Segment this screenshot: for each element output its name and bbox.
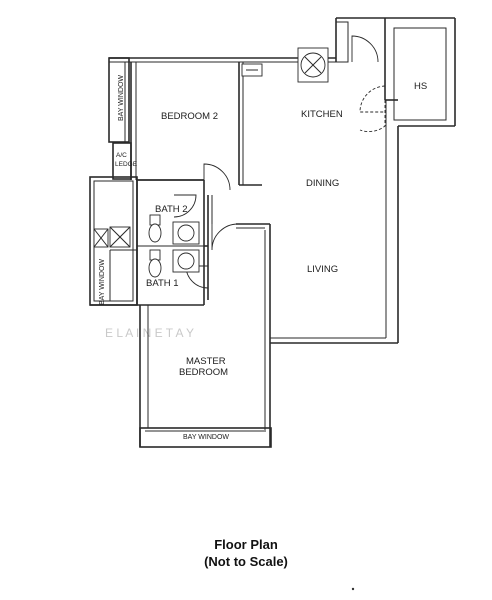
speck-mark: [351, 587, 355, 591]
exterior-walls: [108, 17, 456, 448]
label-master-line2: BEDROOM: [179, 367, 228, 378]
fixtures: [148, 21, 349, 278]
label-bedroom-2: BEDROOM 2: [161, 111, 218, 122]
caption-title: Floor Plan: [214, 537, 278, 552]
label-hs: HS: [414, 81, 427, 92]
label-bay-window-bottom: BAY WINDOW: [183, 434, 229, 441]
label-living: LIVING: [307, 264, 338, 275]
label-bay-window-left: BAY WINDOW: [99, 259, 106, 305]
caption-subtitle: (Not to Scale): [204, 554, 288, 569]
label-bay-window-top: BAY WINDOW: [118, 75, 125, 121]
label-master-line1: MASTER: [186, 356, 226, 367]
door-swings: [173, 35, 386, 289]
label-bath-1: BATH 1: [146, 278, 179, 289]
plan-caption: Floor Plan (Not to Scale): [0, 536, 492, 570]
watermark-text: E L A I N E T A Y: [105, 326, 194, 340]
label-kitchen: KITCHEN: [301, 109, 343, 120]
label-bath-2: BATH 2: [155, 204, 188, 215]
label-ac-ledge-line2: LEDGE: [115, 161, 138, 168]
label-ac-ledge-line1: A/C: [116, 152, 127, 159]
label-dining: DINING: [306, 178, 339, 189]
bath-block-walls: [89, 176, 205, 306]
